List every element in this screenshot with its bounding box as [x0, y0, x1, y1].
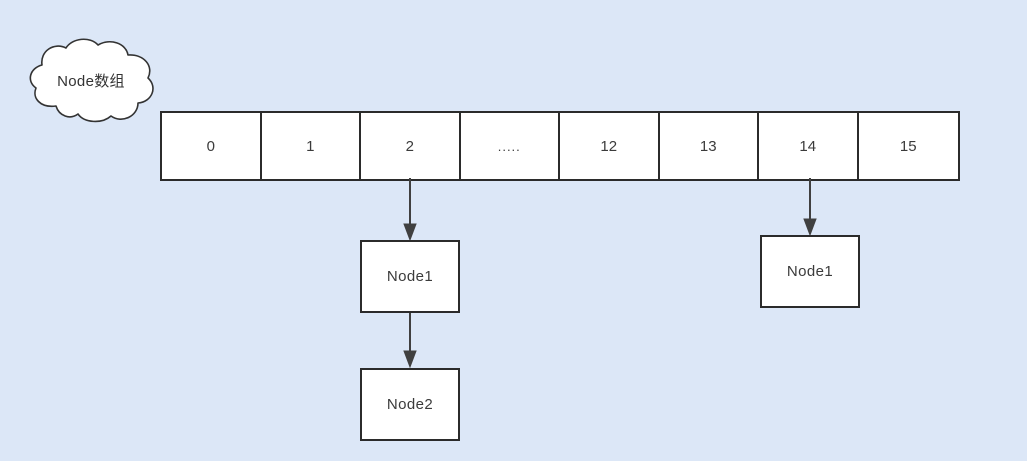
node-box-node1-left[interactable]: Node1: [360, 240, 460, 313]
array-cell-14[interactable]: 14: [759, 113, 859, 179]
connector-array-to-node1-right: [803, 178, 817, 237]
connector-node1-to-node2: [403, 311, 417, 369]
array-cell-1[interactable]: 1: [261, 113, 361, 179]
array-cell-12[interactable]: 12: [560, 113, 660, 179]
array-cell-0[interactable]: 0: [162, 113, 262, 179]
array-cell-2[interactable]: 2: [361, 113, 461, 179]
array-cell-13[interactable]: 13: [659, 113, 759, 179]
array-cell-ellipsis[interactable]: .....: [460, 113, 560, 179]
array-cell-15[interactable]: 15: [858, 113, 958, 179]
node-array-table: 0 1 2 ..... 12 13 14 15: [160, 111, 960, 181]
connector-array-to-node1-left: [403, 178, 417, 242]
node-box-node2[interactable]: Node2: [360, 368, 460, 441]
node-box-node1-right[interactable]: Node1: [760, 235, 860, 308]
cloud-shape: [29, 38, 154, 123]
